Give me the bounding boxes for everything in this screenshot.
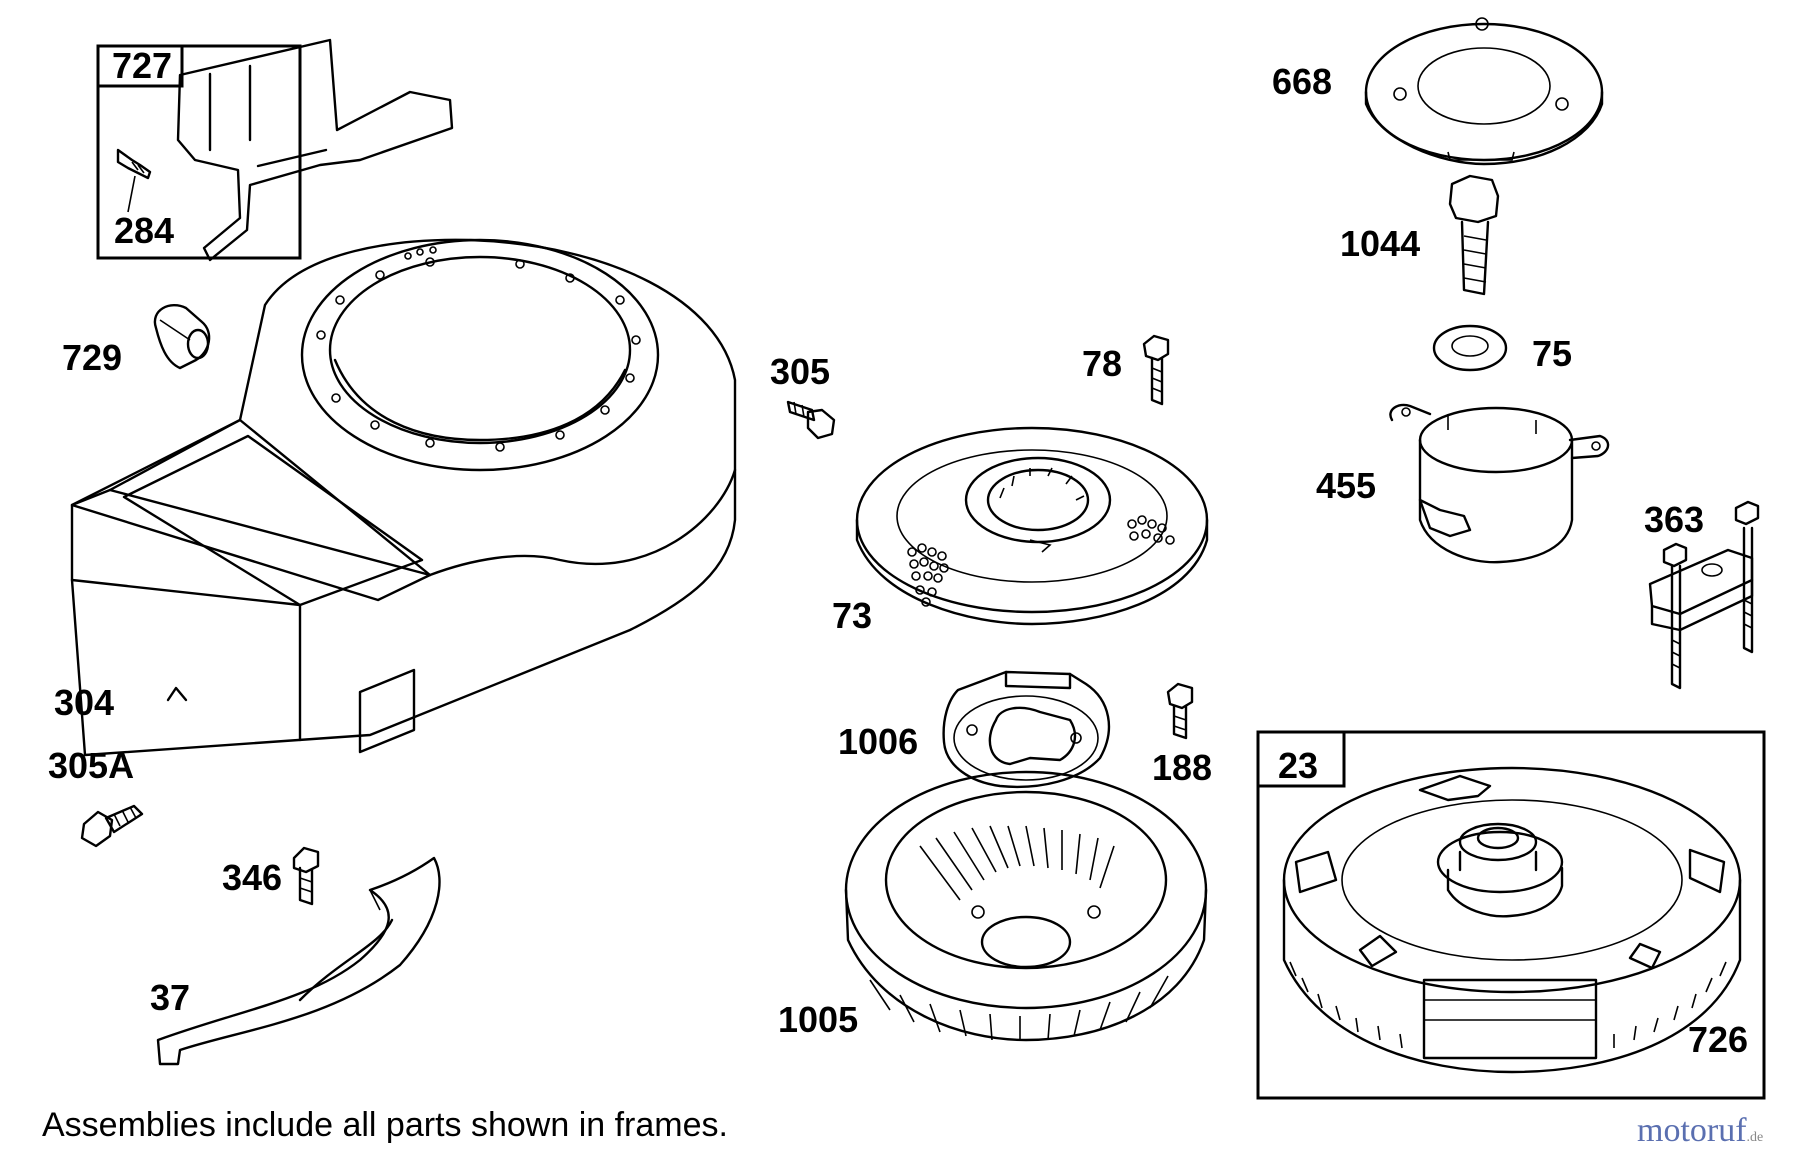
- screw-78: [1142, 334, 1170, 406]
- part-label-729: 729: [62, 337, 122, 378]
- bracket-363: [1648, 500, 1760, 690]
- nut-1044: [1448, 174, 1500, 296]
- grommet-729: [153, 304, 211, 370]
- assembly-frame-727: [96, 38, 454, 262]
- washer-75: [1432, 324, 1508, 372]
- starter-clutch-1006: [942, 670, 1111, 789]
- part-label-668: 668: [1272, 61, 1332, 102]
- assembly-frame-23: [1256, 730, 1766, 1100]
- part-label-363: 363: [1644, 499, 1704, 540]
- part-label-727: 727: [112, 45, 172, 86]
- part-label-455: 455: [1316, 465, 1376, 506]
- part-label-346: 346: [222, 857, 282, 898]
- screw-305: [786, 400, 836, 440]
- part-label-305: 305: [770, 351, 830, 392]
- part-label-1044: 1044: [1340, 223, 1420, 264]
- part-label-75: 75: [1532, 333, 1572, 374]
- screw-305A: [80, 804, 144, 848]
- blower-housing-304: [70, 238, 737, 757]
- assembly-note: Assemblies include all parts shown in fr…: [42, 1106, 728, 1144]
- part-label-73: 73: [832, 595, 872, 636]
- blower-fan-1005: [844, 770, 1208, 1042]
- watermark-logo: motoruf.de: [1637, 1112, 1763, 1150]
- watermark-main: motoruf: [1637, 1112, 1747, 1149]
- rotating-screen-73: [855, 426, 1209, 626]
- starter-cup-455: [1389, 403, 1610, 564]
- part-label-37: 37: [150, 977, 190, 1018]
- fan-plate-668: [1364, 17, 1604, 166]
- watermark-suffix: .de: [1746, 1130, 1764, 1145]
- part-label-1006: 1006: [838, 721, 918, 762]
- air-guide-37: [156, 856, 441, 1066]
- screw-346: [292, 846, 320, 906]
- screw-188: [1166, 682, 1194, 740]
- part-label-726: 726: [1688, 1019, 1748, 1060]
- part-label-284: 284: [114, 210, 174, 251]
- part-label-78: 78: [1082, 343, 1122, 384]
- part-label-1005: 1005: [778, 999, 858, 1040]
- part-label-304: 304: [54, 682, 114, 723]
- part-label-305A: 305A: [48, 745, 134, 786]
- part-label-23: 23: [1278, 745, 1318, 786]
- part-label-188: 188: [1152, 747, 1212, 788]
